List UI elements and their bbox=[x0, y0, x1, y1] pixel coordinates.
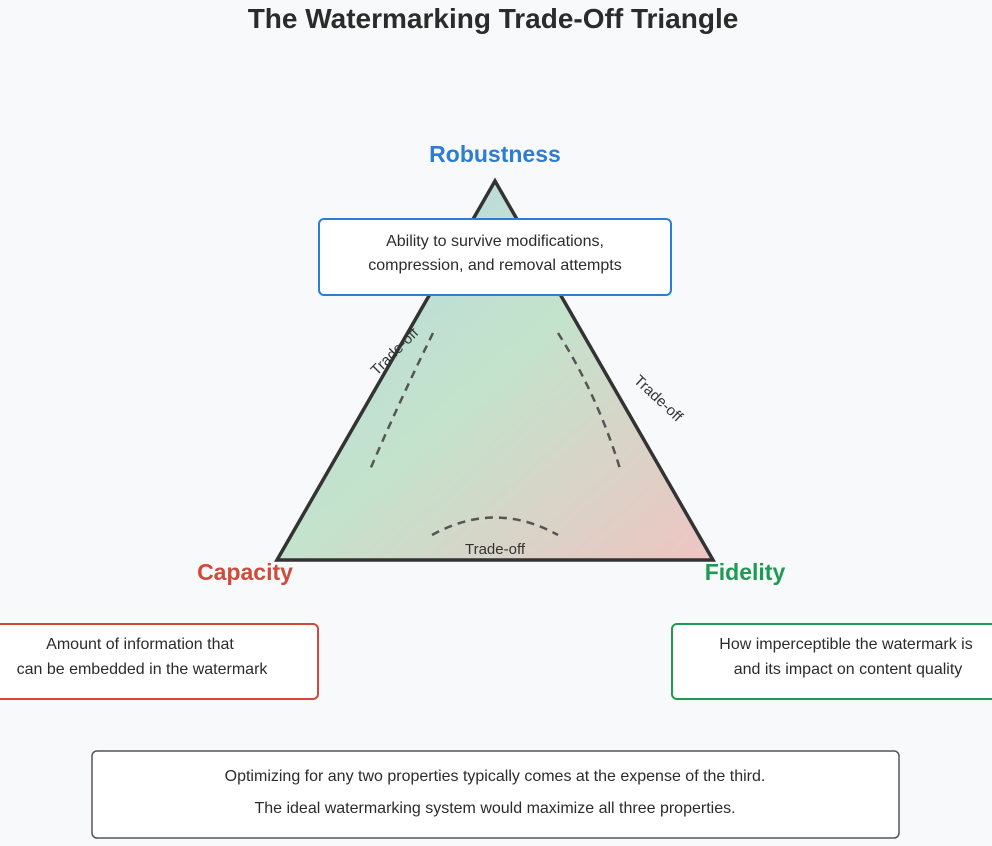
summary-note-box bbox=[91, 750, 900, 839]
bottom-tradeoff-label: Trade-off bbox=[465, 541, 526, 558]
capacity-label: Capacity bbox=[197, 559, 293, 585]
right-tradeoff-label: Trade-off bbox=[630, 372, 686, 426]
fidelity-description-line-1: How imperceptible the watermark is bbox=[719, 636, 972, 653]
fidelity-label: Fidelity bbox=[705, 559, 786, 585]
capacity-description-box bbox=[0, 623, 319, 700]
summary-note-line-2: The ideal watermarking system would maxi… bbox=[254, 800, 735, 817]
capacity-description-line-2: can be embedded in the watermark bbox=[17, 661, 269, 678]
diagram-title: The Watermarking Trade-Off Triangle bbox=[248, 3, 739, 34]
fidelity-description-line-2: and its impact on content quality bbox=[734, 661, 963, 678]
summary-note-line-1: Optimizing for any two properties typica… bbox=[225, 768, 766, 785]
robustness-description-line-1: Ability to survive modifications, bbox=[386, 233, 604, 250]
bottom-tradeoff-arc bbox=[431, 516, 559, 537]
right-tradeoff-arc bbox=[556, 332, 623, 473]
trade-off-triangle bbox=[273, 177, 717, 562]
fidelity-description-box bbox=[671, 623, 992, 700]
robustness-description-line-2: compression, and removal attempts bbox=[368, 257, 621, 274]
robustness-label: Robustness bbox=[429, 141, 561, 167]
left-tradeoff-arc bbox=[367, 332, 435, 473]
robustness-description-box bbox=[318, 218, 672, 296]
capacity-description-line-1: Amount of information that bbox=[46, 636, 234, 653]
